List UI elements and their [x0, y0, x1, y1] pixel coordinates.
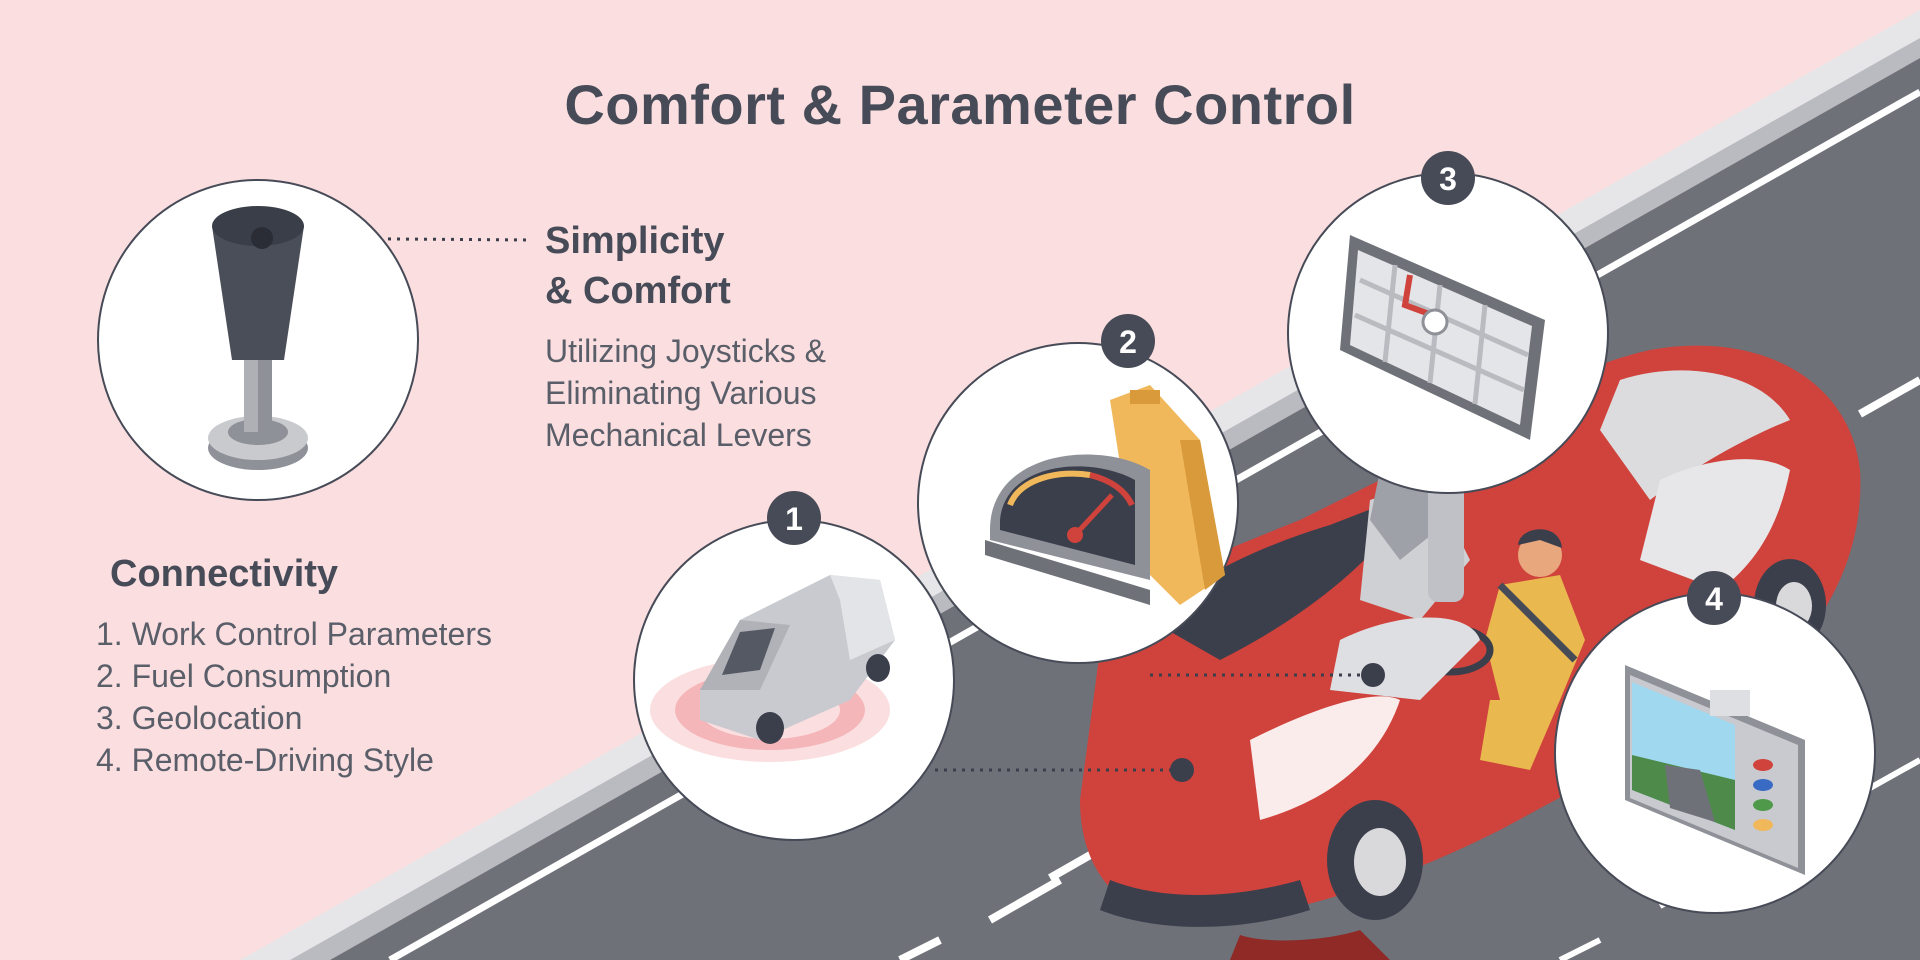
- list-item: 3. Geolocation: [96, 700, 303, 736]
- connectivity-heading: Connectivity: [110, 553, 339, 595]
- simplicity-body-line3: Mechanical Levers: [545, 417, 812, 453]
- connector-dot: [1170, 758, 1194, 782]
- badge-3: 3: [1421, 151, 1475, 205]
- page-title: Comfort & Parameter Control: [564, 73, 1356, 136]
- badge-3-label: 3: [1439, 161, 1457, 197]
- badge-2: 2: [1101, 314, 1155, 368]
- navigation-map-tablet-icon: [1340, 235, 1545, 440]
- simplicity-body-line1: Utilizing Joysticks &: [545, 333, 826, 369]
- gauge-fuel-circle: [917, 342, 1239, 664]
- connector-dot: [1361, 663, 1385, 687]
- simplicity-heading-line1: Simplicity: [545, 220, 725, 262]
- monitor-circle: [1554, 592, 1876, 914]
- badge-1-label: 1: [785, 501, 803, 537]
- badge-1: 1: [767, 491, 821, 545]
- red-car-with-driver-illustration: [1080, 345, 1861, 960]
- list-item: 2. Fuel Consumption: [96, 658, 392, 694]
- simplicity-heading: Simplicity & Comfort: [545, 216, 731, 316]
- connectivity-list: 1. Work Control Parameters 2. Fuel Consu…: [96, 613, 492, 781]
- joystick-icon: [208, 206, 308, 470]
- badge-2-label: 2: [1119, 324, 1137, 360]
- van-circle: [633, 519, 955, 841]
- list-item: 1. Work Control Parameters: [96, 616, 492, 652]
- simplicity-heading-line2: & Comfort: [545, 270, 731, 312]
- badge-4-label: 4: [1705, 581, 1723, 617]
- driving-camera-monitor-icon: [1625, 665, 1805, 875]
- badge-4: 4: [1687, 571, 1741, 625]
- joystick-circle: [97, 179, 419, 501]
- speedometer-and-fuel-can-icon: [985, 385, 1225, 605]
- simplicity-body-line2: Eliminating Various: [545, 375, 817, 411]
- list-item: 4. Remote-Driving Style: [96, 742, 434, 778]
- simplicity-description: Utilizing Joysticks & Eliminating Variou…: [545, 330, 826, 456]
- van-with-signal-icon: [650, 575, 895, 762]
- map-circle: [1287, 172, 1609, 494]
